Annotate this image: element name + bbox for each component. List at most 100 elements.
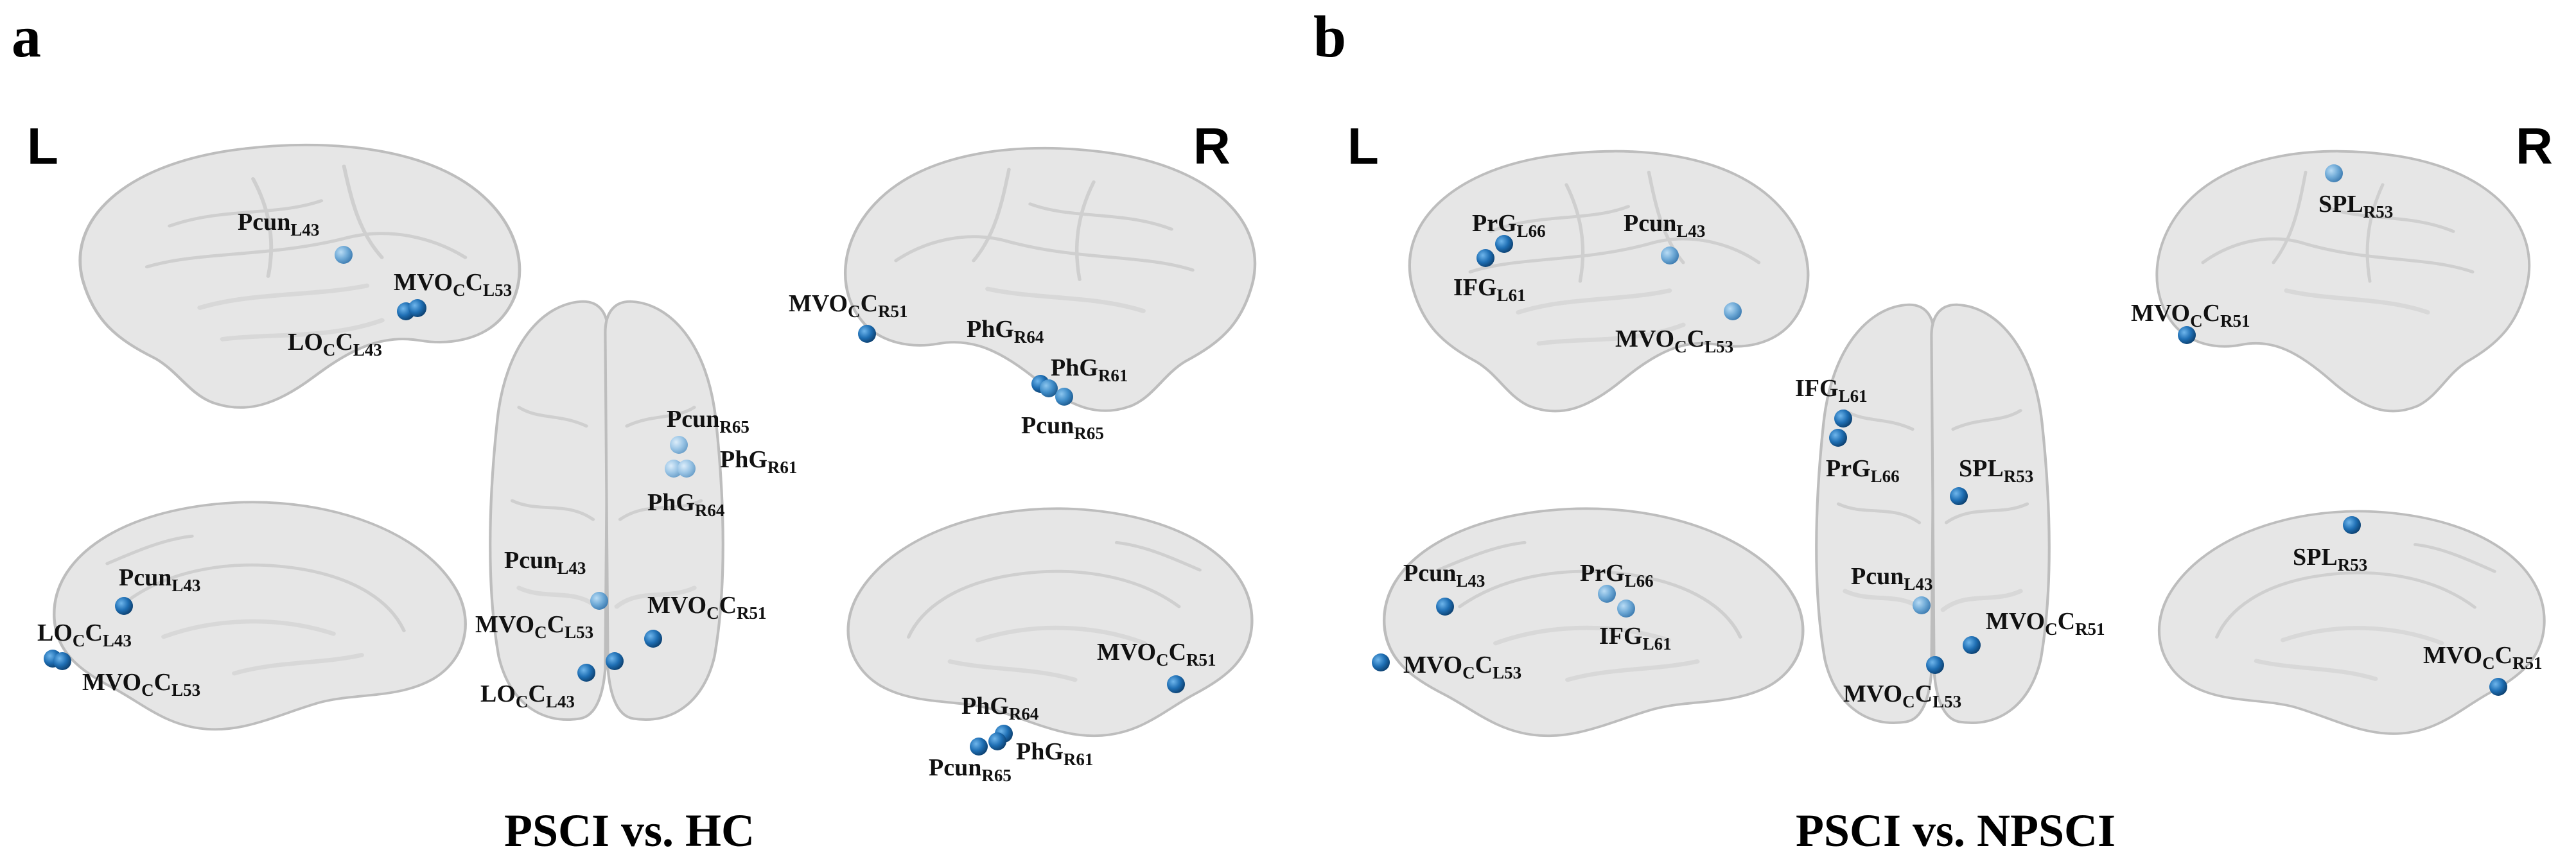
hemisphere-label-right-a: R xyxy=(1193,117,1231,175)
brain-left-medial-b xyxy=(1384,508,1803,736)
label-text: Pcun xyxy=(238,209,290,236)
label-subscript: C xyxy=(323,340,336,359)
label-subscript: L43 xyxy=(546,692,575,711)
node-label-b-11: PcunL43 xyxy=(1851,563,1932,594)
label-text: C xyxy=(2203,300,2220,327)
label-subscript: L53 xyxy=(1493,663,1521,682)
node-a-15 xyxy=(1040,379,1058,397)
node-b-12 xyxy=(1963,636,1981,654)
node-label-a-18: PhGR64 xyxy=(961,693,1038,723)
label-subscript: R61 xyxy=(1098,366,1128,385)
node-b-1 xyxy=(1476,249,1494,267)
label-subscript: L43 xyxy=(171,576,200,595)
label-subscript: C xyxy=(848,302,861,321)
node-label-a-15: PhGR61 xyxy=(1051,354,1128,385)
node-a-11 xyxy=(644,630,662,648)
label-subscript: R51 xyxy=(737,603,767,623)
caption-b: PSCI vs. NPSCI xyxy=(1796,805,2116,856)
label-subscript: R65 xyxy=(719,417,749,436)
label-text: C xyxy=(1915,680,1932,707)
caption-a: PSCI vs. HC xyxy=(504,805,755,856)
node-label-b-6: PrGL66 xyxy=(1580,560,1654,591)
node-b-6 xyxy=(1598,585,1616,603)
node-label-a-4: LOCCL43 xyxy=(37,619,132,650)
label-subscript: C xyxy=(73,631,85,650)
label-subscript: C xyxy=(453,281,466,300)
label-text: MVO xyxy=(394,269,453,296)
node-b-5 xyxy=(1372,653,1390,671)
label-subscript: L53 xyxy=(483,281,512,300)
label-text: C xyxy=(154,669,171,696)
label-text: PhG xyxy=(1051,354,1098,381)
label-subscript: R51 xyxy=(1186,650,1216,670)
node-b-9 xyxy=(1829,429,1847,447)
label-text: C xyxy=(1475,652,1493,678)
label-subscript: C xyxy=(706,603,719,623)
label-text: MVO xyxy=(1403,652,1462,678)
label-subscript: C xyxy=(1902,692,1915,711)
node-a-9 xyxy=(590,592,608,610)
node-label-b-10: SPLR53 xyxy=(1959,455,2033,486)
node-label-a-10: MVOCCL53 xyxy=(475,611,593,642)
label-text: PhG xyxy=(647,489,695,516)
label-subscript: L43 xyxy=(290,220,319,239)
label-subscript: L61 xyxy=(1497,286,1526,305)
node-label-a-11: MVOCCR51 xyxy=(647,592,767,623)
label-text: MVO xyxy=(2423,642,2482,669)
label-text: C xyxy=(2495,642,2512,669)
hemisphere-label-right-b: R xyxy=(2516,117,2553,175)
label-subscript: C xyxy=(1156,650,1169,670)
label-text: C xyxy=(335,329,353,356)
node-a-16 xyxy=(1055,388,1073,406)
label-subscript: L53 xyxy=(1932,692,1961,711)
label-subscript: R53 xyxy=(2004,467,2034,486)
label-text: LO xyxy=(288,329,323,356)
node-label-b-4: PcunL43 xyxy=(1403,560,1485,591)
node-label-b-2: PcunL43 xyxy=(1624,210,1705,241)
label-text: IFG xyxy=(1795,375,1839,402)
node-label-b-5: MVOCCL53 xyxy=(1403,652,1521,682)
label-text: Pcun xyxy=(1403,560,1456,587)
label-text: PhG xyxy=(961,693,1009,720)
label-text: Pcun xyxy=(1624,210,1676,237)
node-label-b-14: SPLR53 xyxy=(2318,191,2393,221)
label-subscript: L61 xyxy=(1643,634,1672,653)
label-subscript: L43 xyxy=(1456,571,1485,591)
label-text: C xyxy=(861,290,878,317)
node-label-b-17: MVOCCR51 xyxy=(2423,642,2543,673)
node-label-b-9: PrGL66 xyxy=(1826,455,1900,486)
label-text: MVO xyxy=(647,592,706,619)
label-subscript: L66 xyxy=(1625,571,1654,591)
node-label-b-8: IFGL61 xyxy=(1795,375,1868,406)
label-subscript: L66 xyxy=(1517,221,1546,241)
label-subscript: L43 xyxy=(353,340,382,359)
label-subscript: R51 xyxy=(2075,619,2105,639)
node-label-a-7: PhGR61 xyxy=(720,446,797,477)
node-b-3 xyxy=(1724,302,1742,320)
node-b-10 xyxy=(1950,487,1968,505)
label-text: MVO xyxy=(82,669,141,696)
node-b-17 xyxy=(2489,678,2507,696)
node-a-10 xyxy=(606,652,624,670)
label-subscript: C xyxy=(2045,619,2058,639)
panel-b: b L R PrGL66 IFGL61 PcunL43 xyxy=(1313,4,2553,856)
label-text: PrG xyxy=(1826,455,1871,482)
label-subscript: R53 xyxy=(2363,202,2394,221)
node-a-0 xyxy=(335,246,353,264)
node-b-13 xyxy=(1926,656,1944,674)
label-text: MVO xyxy=(475,611,534,638)
label-text: PrG xyxy=(1580,560,1625,587)
node-b-11 xyxy=(1913,596,1931,614)
node-label-b-1: IFGL61 xyxy=(1453,274,1526,305)
node-label-b-3: MVOCCL53 xyxy=(1615,325,1733,356)
label-subscript: R65 xyxy=(981,766,1012,785)
node-label-b-13: MVOCCL53 xyxy=(1843,680,1961,711)
label-text: LO xyxy=(37,619,73,646)
node-b-2 xyxy=(1661,246,1679,264)
label-text: MVO xyxy=(1097,639,1156,666)
label-subscript: L53 xyxy=(1704,337,1733,356)
panel-a: a L R PcunL43 MVOCCL5 xyxy=(12,4,1255,856)
node-label-a-13: MVOCCR51 xyxy=(789,290,908,321)
node-a-1b xyxy=(408,299,426,317)
